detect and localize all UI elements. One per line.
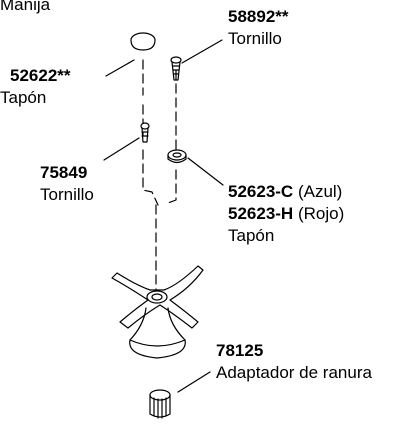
leader-adapter bbox=[177, 371, 211, 393]
cap-rojo-number: 52623-H bbox=[228, 204, 294, 223]
leader-screw-mid bbox=[103, 137, 140, 161]
label-adapter-name: Adaptador de ranura bbox=[216, 363, 372, 382]
leader-cap-top bbox=[105, 59, 135, 77]
handle-part bbox=[111, 265, 204, 359]
cap-color-part bbox=[167, 149, 187, 164]
cap-rojo-color: (Rojo) bbox=[297, 204, 345, 223]
assembly-dashed-line-right bbox=[167, 69, 177, 204]
adapter-part bbox=[149, 389, 171, 419]
leader-cap-color bbox=[187, 157, 224, 186]
label-screw-top-number: 58892** bbox=[228, 7, 289, 26]
label-cap-top-number: 52622** bbox=[10, 66, 71, 85]
cap-top-part bbox=[130, 32, 156, 51]
screw-top-part bbox=[170, 56, 182, 81]
assembly-dashed-line-left bbox=[142, 59, 159, 206]
label-cap-azul: 52623-C (Azul) bbox=[228, 182, 342, 202]
label-cap-color-name: Tapón bbox=[228, 226, 275, 245]
label-adapter-number: 78125 bbox=[216, 341, 264, 360]
screw-mid-part bbox=[140, 122, 150, 143]
cap-azul-number: 52623-C bbox=[228, 182, 294, 201]
label-screw-mid-number: 75849 bbox=[40, 163, 88, 182]
label-cap-top-name: Tapón bbox=[0, 88, 47, 107]
leader-screw-top bbox=[181, 39, 223, 64]
label-cap-rojo: 52623-H (Rojo) bbox=[228, 204, 344, 224]
label-screw-top-name: Tornillo bbox=[228, 29, 282, 48]
label-screw-mid-name: Tornillo bbox=[40, 185, 94, 204]
label-handle-name: Manija bbox=[0, 0, 51, 14]
cap-azul-color: (Azul) bbox=[297, 182, 343, 201]
